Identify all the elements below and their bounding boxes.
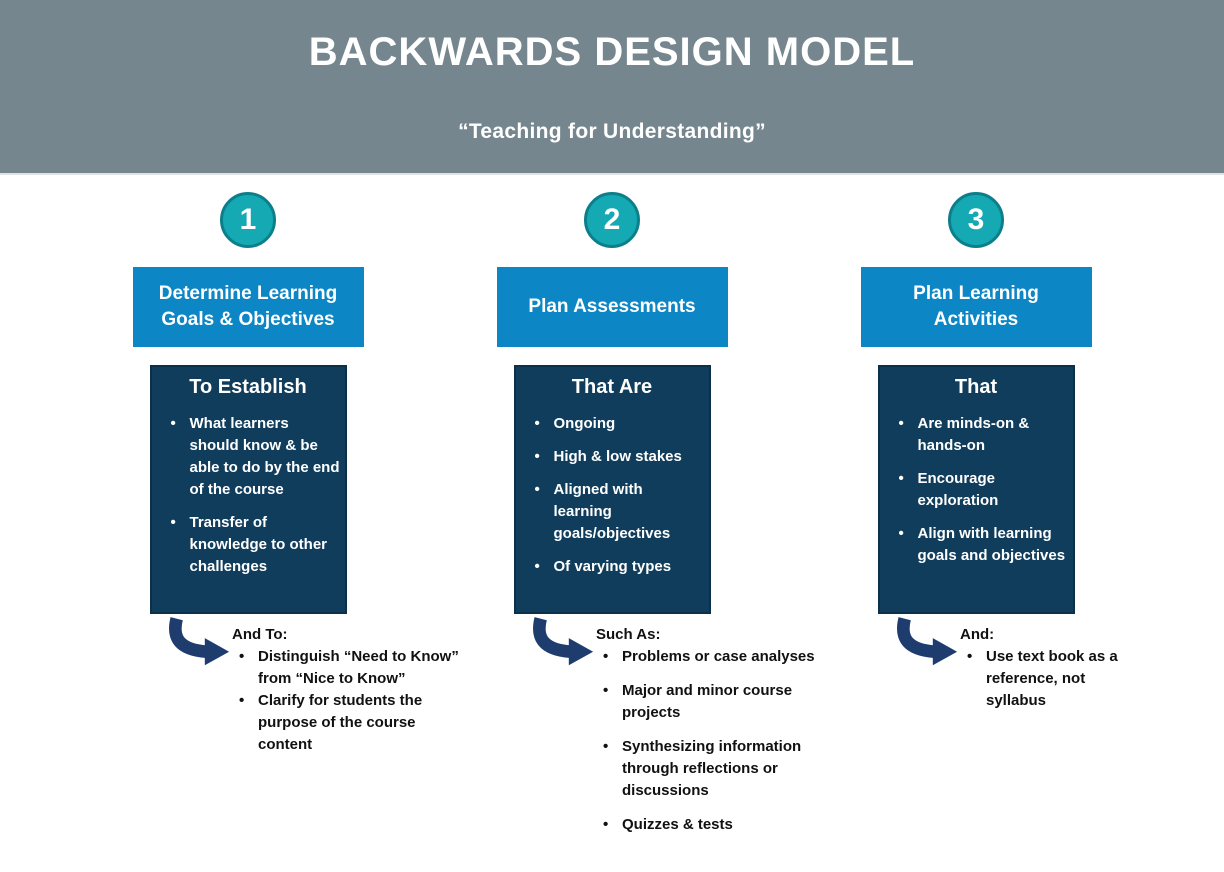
detail-bullet: Are minds-on & hands-on bbox=[880, 413, 1068, 457]
detail-bullet-list: Ongoing High & low stakes Aligned with l… bbox=[516, 413, 709, 578]
lower-bullet-list: Distinguish “Need to Know” from “Nice to… bbox=[232, 646, 470, 756]
step-title: Determine Learning Goals & Objectives bbox=[158, 283, 338, 330]
curved-arrow-icon bbox=[166, 617, 232, 667]
lower-text-block: And To: Distinguish “Need to Know” from … bbox=[232, 624, 470, 756]
step-title-box-2: Plan Assessments bbox=[496, 267, 728, 347]
detail-bullet-list: Are minds-on & hands-on Encourage explor… bbox=[880, 413, 1073, 567]
step-circle-2: 2 bbox=[584, 192, 640, 248]
step-circle-3: 3 bbox=[948, 192, 1004, 248]
page-title: BACKWARDS DESIGN MODEL bbox=[308, 30, 916, 74]
step-circle-1: 1 bbox=[220, 192, 276, 248]
lower-bullet: Problems or case analyses bbox=[596, 646, 824, 668]
columns-row: 1 Determine Learning Goals & Objectives … bbox=[0, 192, 1224, 848]
detail-heading: That bbox=[954, 376, 998, 398]
curved-arrow-icon bbox=[894, 617, 960, 667]
step-title: Plan Assessments bbox=[528, 296, 696, 318]
step-title-box-1: Determine Learning Goals & Objectives bbox=[132, 267, 364, 347]
lower-bullet: Clarify for students the purpose of the … bbox=[232, 690, 470, 756]
step-number: 2 bbox=[603, 203, 621, 236]
detail-heading: That Are bbox=[571, 376, 653, 398]
detail-box-3: That Are minds-on & hands-on Encourage e… bbox=[877, 365, 1075, 614]
detail-bullet: What learners should know & be able to d… bbox=[152, 413, 340, 501]
detail-bullet: Align with learning goals and objectives bbox=[880, 523, 1068, 567]
lower-bullet: Use text book as a reference, not syllab… bbox=[960, 646, 1122, 712]
lower-bullet: Synthesizing information through reflect… bbox=[596, 736, 824, 802]
lower-section-2: Such As: Problems or case analyses Major… bbox=[430, 617, 824, 848]
lower-heading: Such As: bbox=[596, 626, 661, 643]
detail-bullet: Aligned with learning goals/objectives bbox=[516, 479, 704, 545]
step-number: 1 bbox=[239, 203, 257, 236]
detail-bullet: Ongoing bbox=[516, 413, 704, 435]
step-column-2: 2 Plan Assessments That Are Ongoing High… bbox=[430, 192, 815, 848]
detail-bullet: High & low stakes bbox=[516, 446, 704, 468]
lower-bullet: Quizzes & tests bbox=[596, 814, 824, 836]
lower-section-3: And: Use text book as a reference, not s… bbox=[794, 617, 1122, 712]
lower-text-block: Such As: Problems or case analyses Major… bbox=[596, 624, 824, 848]
header-band: BACKWARDS DESIGN MODEL “Teaching for Und… bbox=[0, 0, 1224, 175]
detail-bullet: Encourage exploration bbox=[880, 468, 1068, 512]
lower-text-block: And: Use text book as a reference, not s… bbox=[960, 624, 1122, 712]
detail-box-1: To Establish What learners should know &… bbox=[149, 365, 347, 614]
step-number: 3 bbox=[967, 203, 985, 236]
detail-box-2: That Are Ongoing High & low stakes Align… bbox=[513, 365, 711, 614]
detail-bullet-list: What learners should know & be able to d… bbox=[152, 413, 345, 578]
detail-bullet: Of varying types bbox=[516, 556, 704, 578]
step-title-box-3: Plan Learning Activities bbox=[860, 267, 1092, 347]
detail-bullet: Transfer of knowledge to other challenge… bbox=[152, 512, 340, 578]
lower-heading: And To: bbox=[232, 626, 288, 643]
lower-bullet: Major and minor course projects bbox=[596, 680, 824, 724]
step-column-3: 3 Plan Learning Activities That Are mind… bbox=[794, 192, 1158, 848]
lower-heading: And: bbox=[960, 626, 995, 643]
page-subtitle: “Teaching for Understanding” bbox=[458, 120, 766, 143]
curved-arrow-icon bbox=[530, 617, 596, 667]
lower-section-1: And To: Distinguish “Need to Know” from … bbox=[66, 617, 470, 756]
lower-bullet-list: Problems or case analyses Major and mino… bbox=[596, 646, 824, 836]
lower-bullet-list: Use text book as a reference, not syllab… bbox=[960, 646, 1122, 712]
detail-heading: To Establish bbox=[189, 376, 307, 398]
step-column-1: 1 Determine Learning Goals & Objectives … bbox=[66, 192, 459, 848]
lower-bullet: Distinguish “Need to Know” from “Nice to… bbox=[232, 646, 470, 690]
step-title: Plan Learning Activities bbox=[913, 283, 1039, 330]
